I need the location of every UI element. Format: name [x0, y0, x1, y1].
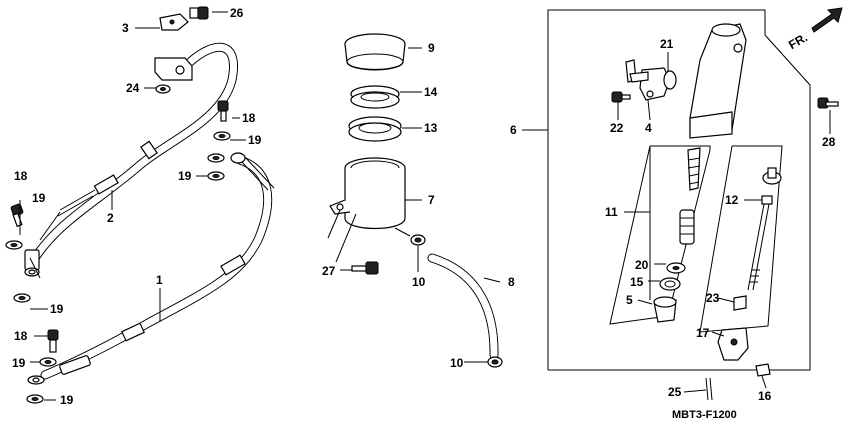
callout-2: 2 — [107, 211, 114, 225]
callout-19-lower: 19 — [12, 356, 26, 370]
master-cylinder-body — [689, 23, 747, 139]
callout-5: 5 — [626, 293, 633, 307]
callout-12: 12 — [725, 193, 739, 207]
direction-label: FR. — [786, 30, 810, 52]
washer-19-f — [39, 357, 57, 367]
hose-fitting — [625, 59, 649, 83]
bolt-27 — [351, 261, 379, 275]
callout-26: 26 — [230, 6, 244, 20]
hose-clamp — [159, 13, 189, 31]
callout-4: 4 — [645, 121, 652, 135]
nut-23 — [733, 295, 747, 311]
callout-6: 6 — [510, 123, 517, 137]
callout-21: 21 — [660, 37, 674, 51]
hose-clamp-10-upper — [410, 234, 426, 246]
callout-18-upper: 18 — [242, 111, 256, 125]
hose-clamp-10-lower — [487, 356, 503, 368]
washer-19-c — [207, 171, 225, 181]
callout-3: 3 — [122, 21, 129, 35]
callout-7: 7 — [428, 193, 435, 207]
diaphragm-plate — [350, 85, 400, 109]
callout-labels: 3 26 24 18 19 19 2 1 18 19 19 18 19 19 9… — [12, 6, 836, 407]
screw-22 — [611, 91, 631, 103]
callout-20: 20 — [635, 258, 649, 272]
diaphragm — [348, 116, 402, 142]
bolt-18-left — [10, 203, 24, 228]
washer-19-b — [207, 153, 225, 163]
brake-hose-2 — [24, 42, 238, 277]
callout-19-bottom: 19 — [60, 393, 74, 407]
washer-19-g — [26, 394, 44, 404]
callout-19-mid: 19 — [178, 169, 192, 183]
callout-14: 14 — [424, 85, 438, 99]
pin-16 — [755, 363, 771, 377]
nut-24 — [155, 84, 171, 94]
callout-16: 16 — [758, 389, 772, 403]
front-direction-arrow — [811, 7, 843, 33]
piston — [679, 209, 695, 245]
leader-lines — [19, 11, 831, 401]
circlip-15 — [659, 277, 681, 291]
callout-10-upper: 10 — [412, 275, 426, 289]
bolt-28 — [817, 97, 839, 109]
callout-19-left-lower: 19 — [50, 302, 64, 316]
washer-19-d — [5, 240, 23, 250]
callout-19-upper: 19 — [248, 133, 262, 147]
o-ring-21 — [663, 70, 677, 90]
callout-18-left: 18 — [14, 169, 28, 183]
reservoir-cap — [344, 33, 406, 71]
callout-19-left: 19 — [32, 191, 46, 205]
bolt-18-lower — [47, 329, 59, 353]
callout-18-lower: 18 — [14, 329, 28, 343]
joint-block — [154, 57, 193, 81]
push-rod-bracket-12 — [699, 145, 783, 333]
bolt-18-upper — [217, 100, 229, 122]
callout-17: 17 — [696, 326, 710, 340]
diagram-code: MBT3-F1200 — [672, 409, 737, 421]
callout-1: 1 — [156, 273, 163, 287]
callout-23: 23 — [706, 291, 720, 305]
boot-5 — [653, 296, 677, 323]
assembly-bracket-6 — [547, 9, 811, 371]
washer-19-e — [13, 293, 31, 303]
circlip-20 — [666, 262, 686, 274]
callout-24: 24 — [126, 81, 140, 95]
callout-9: 9 — [428, 41, 435, 55]
callout-13: 13 — [424, 121, 438, 135]
callout-25: 25 — [668, 385, 682, 399]
bolt-26 — [189, 6, 209, 20]
joint-17 — [717, 327, 749, 361]
reservoir-hose — [427, 253, 499, 360]
spring — [687, 147, 701, 191]
reservoir-body — [329, 157, 411, 237]
push-rod — [747, 167, 782, 291]
callout-8: 8 — [508, 275, 515, 289]
callout-10-lower: 10 — [450, 356, 464, 370]
brake-hose-1 — [27, 152, 275, 385]
cotter-pin-25 — [705, 377, 713, 401]
callout-22: 22 — [610, 121, 624, 135]
callout-11: 11 — [605, 205, 618, 219]
callout-27: 27 — [322, 264, 336, 278]
callout-28: 28 — [822, 135, 836, 149]
callout-15: 15 — [630, 275, 644, 289]
washer-19-a — [213, 131, 231, 141]
